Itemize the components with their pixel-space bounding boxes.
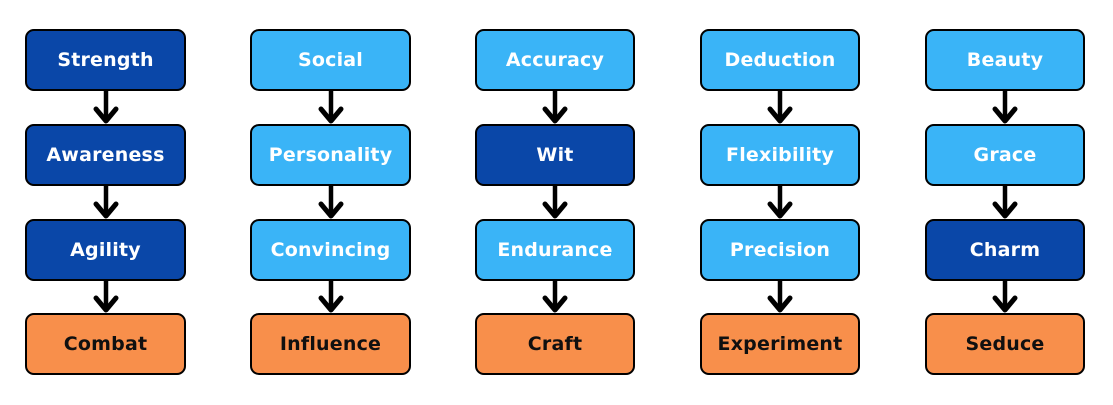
node-label: Wit <box>536 144 574 166</box>
node-deduction: Deduction <box>700 29 860 91</box>
node-label: Beauty <box>966 49 1044 71</box>
node-label: Awareness <box>46 144 165 166</box>
node-endurance: Endurance <box>475 219 635 281</box>
node-craft: Craft <box>475 313 635 375</box>
node-grace: Grace <box>925 124 1085 186</box>
down-arrow-icon <box>767 91 793 124</box>
down-arrow-icon <box>992 186 1018 219</box>
down-arrow-icon <box>93 186 118 219</box>
node-label: Accuracy <box>505 49 605 71</box>
node-influence: Influence <box>250 313 411 375</box>
down-arrow-icon <box>767 281 793 313</box>
node-label: Agility <box>70 239 141 261</box>
down-arrow-icon <box>318 91 343 124</box>
node-label: Social <box>297 49 364 71</box>
node-agility: Agility <box>25 219 186 281</box>
node-label: Craft <box>527 333 583 355</box>
down-arrow-icon <box>542 186 568 219</box>
node-social: Social <box>250 29 411 91</box>
down-arrow-icon <box>992 281 1018 313</box>
down-arrow-icon <box>93 281 118 313</box>
down-arrow-icon <box>542 281 568 313</box>
node-label: Seduce <box>965 333 1045 355</box>
node-label: Convincing <box>270 239 391 261</box>
node-label: Charm <box>969 239 1041 261</box>
node-flexibility: Flexibility <box>700 124 860 186</box>
node-awareness: Awareness <box>25 124 186 186</box>
node-label: Strength <box>57 49 154 71</box>
node-charm: Charm <box>925 219 1085 281</box>
node-convincing: Convincing <box>250 219 411 281</box>
node-precision: Precision <box>700 219 860 281</box>
down-arrow-icon <box>318 281 343 313</box>
node-label: Deduction <box>724 49 836 71</box>
node-label: Experiment <box>717 333 843 355</box>
down-arrow-icon <box>93 91 118 124</box>
node-label: Personality <box>268 144 393 166</box>
node-accuracy: Accuracy <box>475 29 635 91</box>
down-arrow-icon <box>992 91 1018 124</box>
node-label: Influence <box>279 333 382 355</box>
node-wit: Wit <box>475 124 635 186</box>
down-arrow-icon <box>767 186 793 219</box>
down-arrow-icon <box>318 186 343 219</box>
node-combat: Combat <box>25 313 186 375</box>
node-label: Precision <box>729 239 831 261</box>
node-experiment: Experiment <box>700 313 860 375</box>
down-arrow-icon <box>542 91 568 124</box>
node-seduce: Seduce <box>925 313 1085 375</box>
node-label: Endurance <box>497 239 613 261</box>
node-beauty: Beauty <box>925 29 1085 91</box>
node-label: Flexibility <box>726 144 834 166</box>
node-personality: Personality <box>250 124 411 186</box>
node-label: Combat <box>63 333 148 355</box>
node-label: Grace <box>973 144 1037 166</box>
node-strength: Strength <box>25 29 186 91</box>
